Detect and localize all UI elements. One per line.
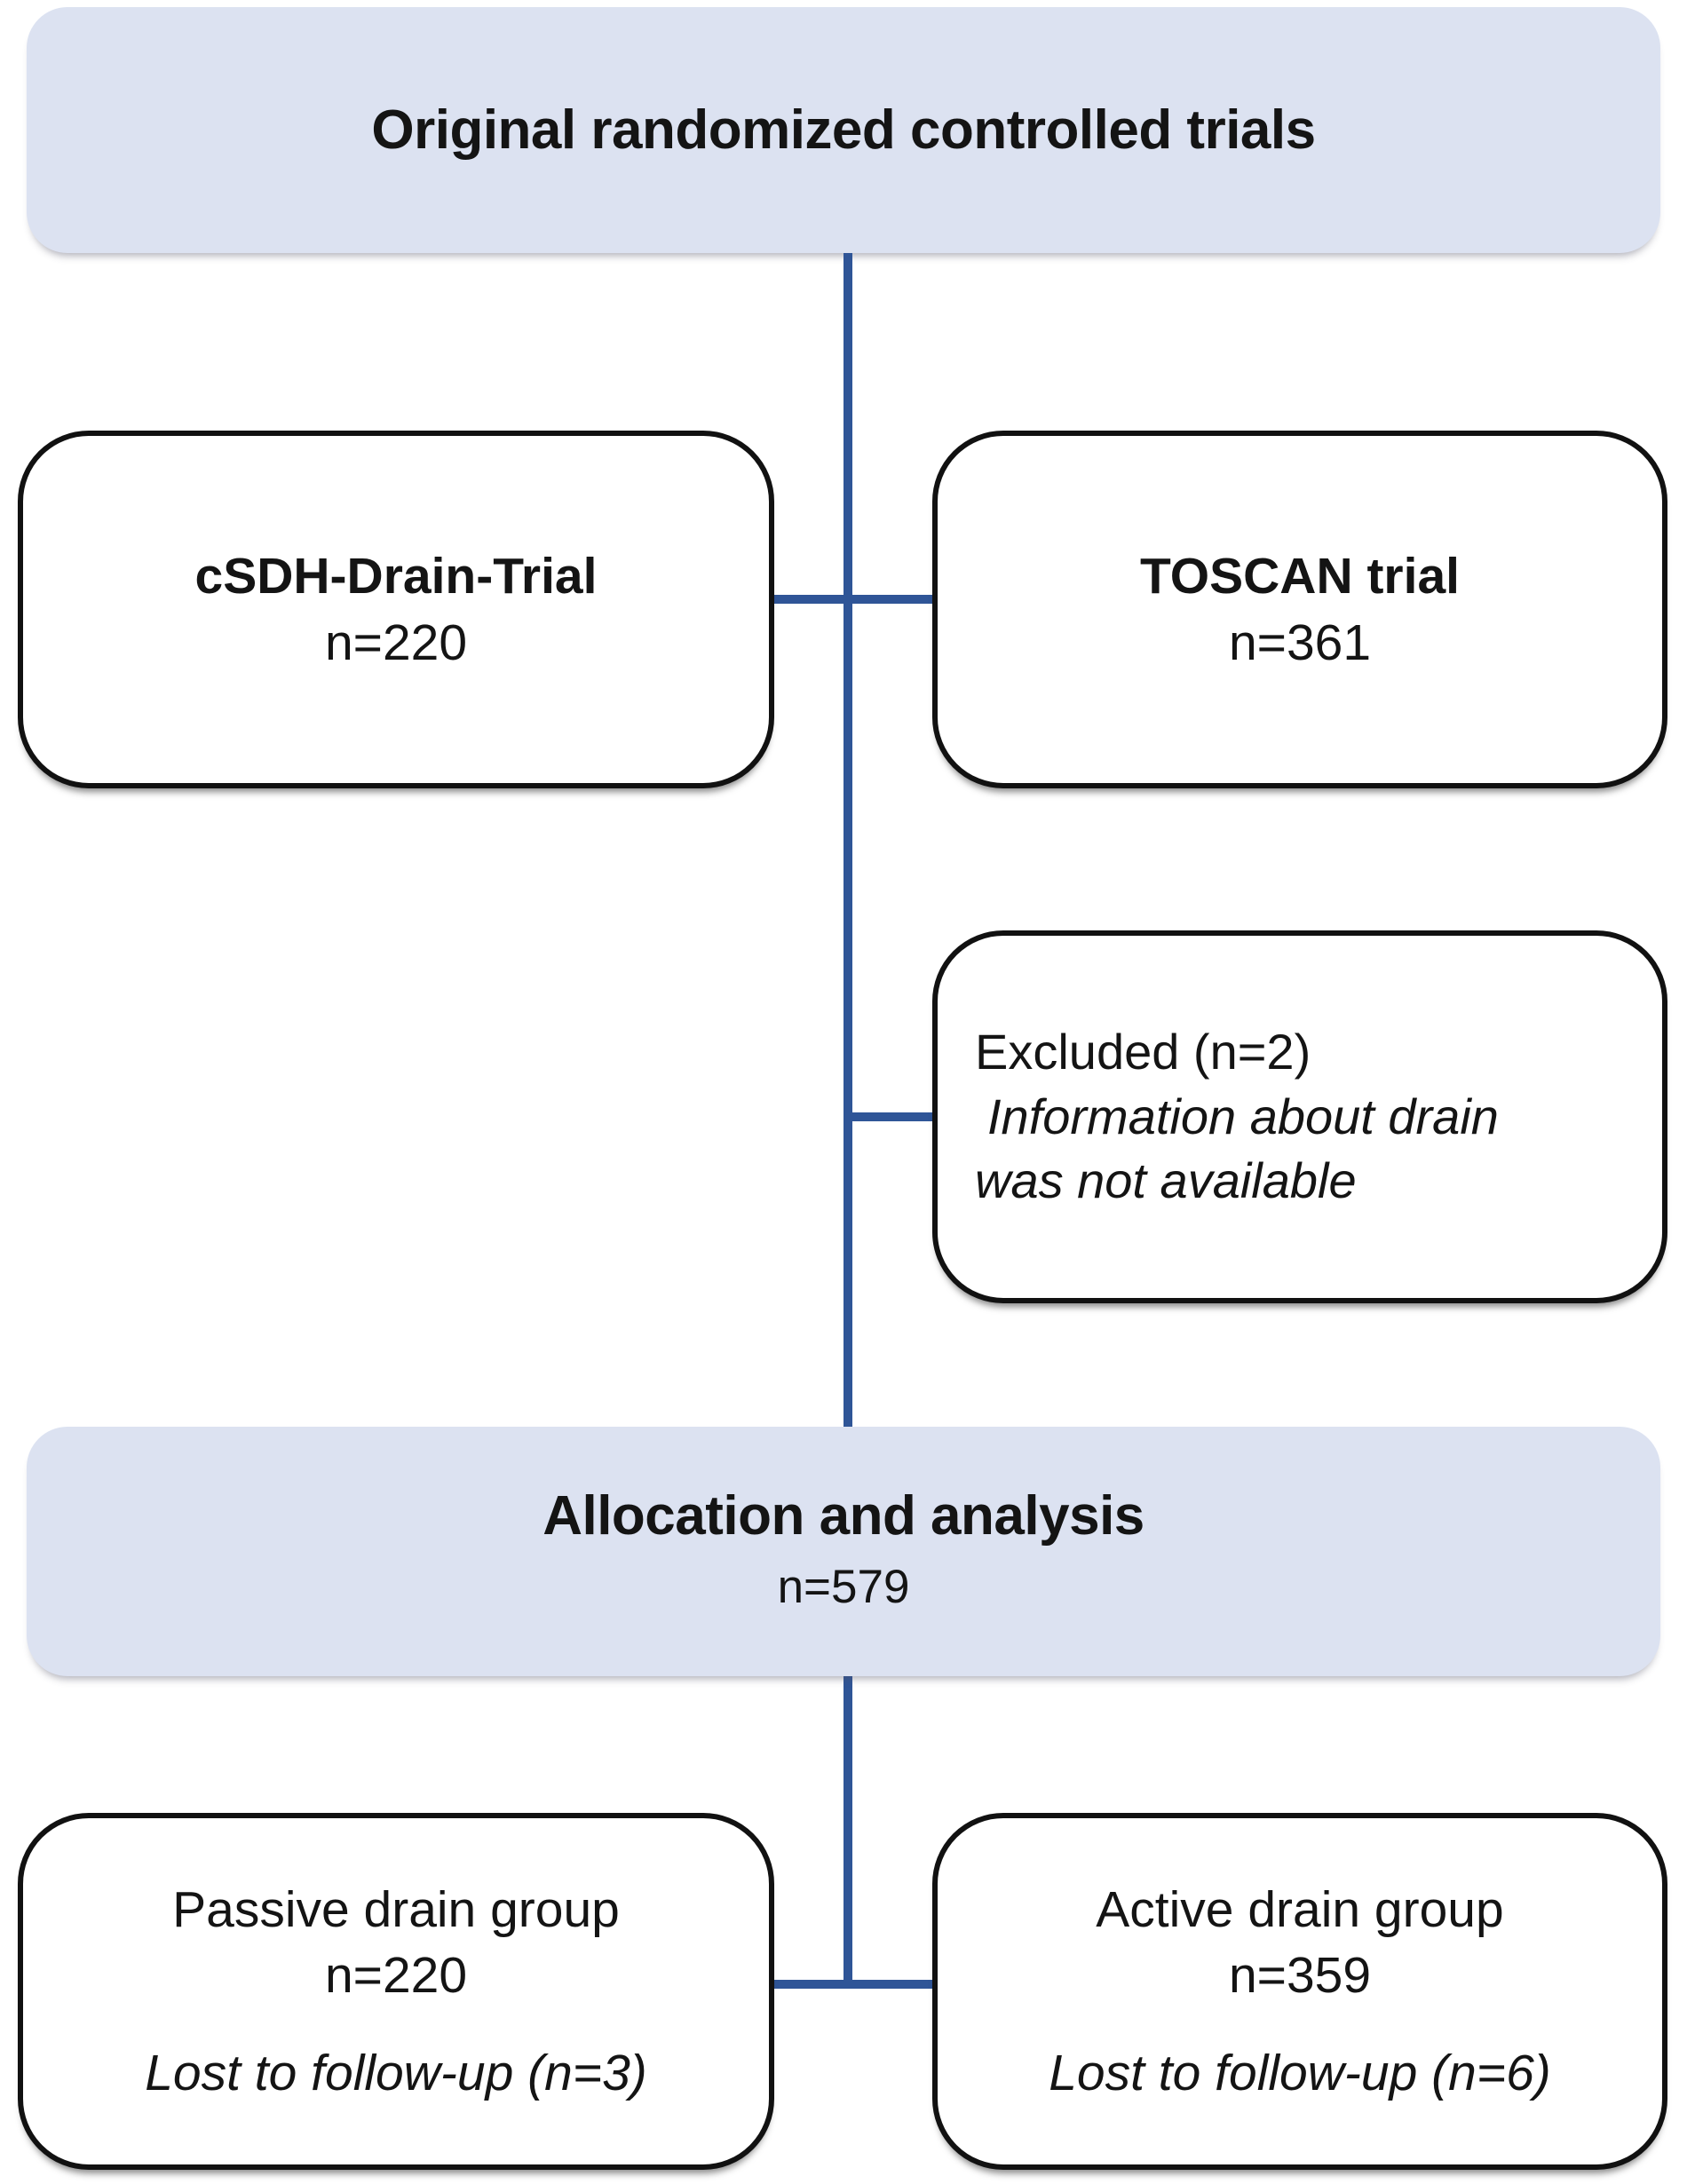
allocation-phase-band: Allocation and analysis n=579 bbox=[27, 1427, 1660, 1676]
excluded-reason-line2: was not available bbox=[975, 1152, 1357, 1209]
connector-trunk-upper bbox=[844, 253, 852, 1427]
allocation-phase-band-n: n=579 bbox=[777, 1560, 910, 1613]
allocation-phase-band-title: Allocation and analysis bbox=[543, 1485, 1144, 1547]
passive-group-lost: Lost to follow-up (n=3) bbox=[145, 2045, 647, 2102]
connector-excluded-horizontal bbox=[844, 1112, 934, 1121]
connector-trunk-lower bbox=[844, 1676, 852, 1984]
passive-drain-group-box: Passive drain group n=220 Lost to follow… bbox=[18, 1813, 774, 2170]
excluded-title: Excluded (n=2) bbox=[975, 1023, 1311, 1080]
top-phase-band: Original randomized controlled trials bbox=[27, 7, 1660, 253]
csdh-drain-trial-n: n=220 bbox=[324, 613, 468, 671]
active-group-n: n=359 bbox=[1228, 1946, 1372, 2004]
excluded-reason-line1: Information about drain bbox=[987, 1088, 1499, 1144]
csdh-drain-trial-title: cSDH-Drain-Trial bbox=[194, 548, 598, 605]
excluded-box: Excluded (n=2) Information about drain w… bbox=[932, 930, 1667, 1303]
csdh-drain-trial-box: cSDH-Drain-Trial n=220 bbox=[18, 431, 774, 788]
active-drain-group-box: Active drain group n=359 Lost to follow-… bbox=[932, 1813, 1667, 2170]
toscan-trial-title: TOSCAN trial bbox=[1139, 548, 1460, 605]
top-phase-band-title: Original randomized controlled trials bbox=[371, 99, 1316, 161]
passive-group-n: n=220 bbox=[324, 1946, 468, 2004]
active-group-lost: Lost to follow-up (n=6) bbox=[1049, 2045, 1551, 2102]
connector-groups-horizontal bbox=[774, 1980, 934, 1989]
active-group-title: Active drain group bbox=[1096, 1880, 1504, 1938]
toscan-trial-box: TOSCAN trial n=361 bbox=[932, 431, 1667, 788]
connector-trials-horizontal bbox=[774, 595, 934, 604]
passive-group-title: Passive drain group bbox=[172, 1880, 620, 1938]
toscan-trial-n: n=361 bbox=[1228, 613, 1372, 671]
